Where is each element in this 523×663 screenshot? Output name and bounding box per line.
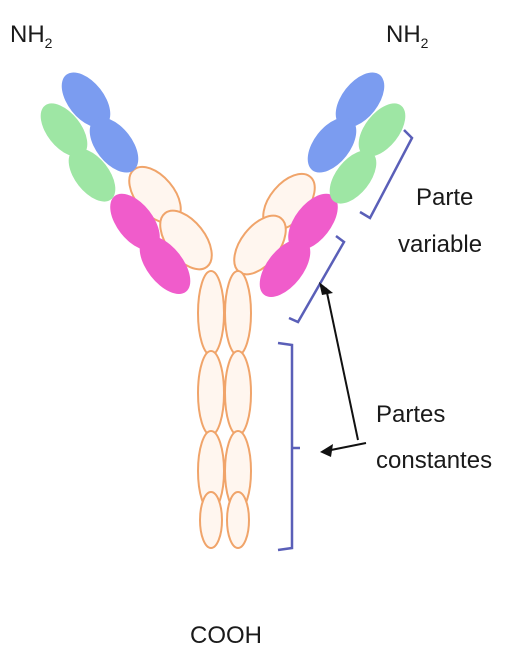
right-heavy-chain-stem (225, 271, 251, 548)
variable-region-label-line1: Parte (416, 184, 473, 211)
left-heavy-chain-stem (198, 271, 224, 548)
constant-region-label-line2: constantes (376, 447, 492, 474)
n-terminus-label-left: NH2 (10, 21, 53, 51)
variable-region-label-line2: variable (398, 231, 482, 258)
n-terminus-label-right: NH2 (386, 21, 429, 51)
constant-region-bracket-stem (278, 343, 300, 550)
constant-region-arrows (319, 282, 366, 457)
c-terminus-label: COOH (190, 622, 262, 649)
constant-region-label-line1: Partes (376, 401, 445, 428)
